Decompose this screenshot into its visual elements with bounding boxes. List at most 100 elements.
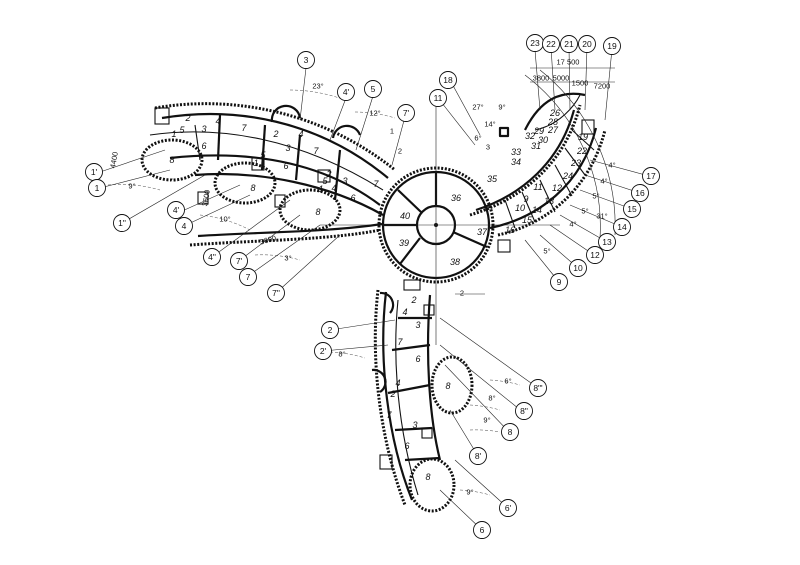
room-e-19: 19 — [578, 132, 588, 142]
svg-text:6': 6' — [505, 503, 512, 513]
svg-text:19: 19 — [607, 41, 617, 51]
axis-2: 2 — [321, 321, 339, 339]
svg-text:21: 21 — [564, 39, 574, 49]
dim-23deg: 23° — [312, 82, 323, 91]
axis-10: 10 — [569, 259, 587, 277]
axis-2p: 2' — [314, 342, 332, 360]
room-w1-3: 3 — [201, 124, 206, 134]
svg-text:4': 4' — [173, 205, 180, 215]
dim-6deg-n: 6° — [474, 134, 481, 143]
dim-5000: 5000 — [553, 74, 570, 83]
dim-3600-a: 3600 — [200, 189, 212, 207]
axis-15: 15 — [623, 200, 641, 218]
axis-18: 18 — [439, 71, 457, 89]
dim-3-n: 3 — [486, 143, 490, 152]
axis-9: 9 — [550, 273, 568, 291]
room-w2-8: 8 — [250, 183, 255, 193]
dim-3600-b: 3600 — [259, 233, 277, 246]
room-w1-5: 5 — [179, 125, 185, 135]
svg-text:22: 22 — [546, 39, 556, 49]
axis-17: 17 — [642, 167, 660, 185]
axis-22: 22 — [542, 35, 560, 53]
room-s1-3: 3 — [415, 320, 420, 330]
axis-4: 4 — [175, 217, 193, 235]
svg-text:11: 11 — [434, 93, 443, 103]
room-s2-4: 4 — [395, 378, 400, 388]
svg-text:15: 15 — [627, 204, 637, 214]
axis-14: 14 — [613, 218, 631, 236]
room-w1-2: 2 — [184, 113, 190, 123]
room-e-29: 29 — [533, 126, 544, 136]
svg-text:7": 7" — [272, 288, 280, 298]
room-w2-7: 7 — [313, 146, 319, 156]
dim-27deg: 27° — [472, 103, 483, 112]
west-wing — [140, 102, 396, 247]
dim-31deg: 31° — [596, 212, 607, 221]
room-s2-3: 3 — [412, 420, 417, 430]
room-e-32: 32 — [525, 131, 535, 141]
room-w2-1: 1 — [253, 158, 258, 168]
room-e-34: 34 — [511, 157, 521, 167]
axis-8pp: 8" — [515, 402, 533, 420]
room-s2-2: 2 — [389, 389, 395, 399]
dim-9deg-s2: 9° — [466, 488, 473, 497]
east-wing — [469, 69, 616, 253]
room-e-27: 27 — [547, 125, 559, 135]
axis-8p: 8' — [469, 447, 487, 465]
axis-guides — [99, 46, 650, 531]
dim-12deg: 12° — [369, 109, 380, 118]
svg-text:1": 1" — [118, 218, 126, 228]
room-w1-8: 8 — [169, 155, 174, 165]
dim-10deg: 10° — [219, 215, 230, 224]
dim-4400: 4400 — [108, 151, 120, 169]
axis-markers: 23 22 21 20 19 18 11 3 4' 5 7' 1' 1 1" 4… — [85, 34, 660, 539]
svg-text:12: 12 — [590, 250, 600, 260]
svg-text:16: 16 — [635, 188, 645, 198]
dim-4deg-b: 4° — [600, 177, 607, 186]
dim-3800: 3800 — [533, 74, 550, 83]
room-e-30: 30 — [538, 135, 548, 145]
svg-text:1: 1 — [95, 183, 100, 193]
axis-1p: 1' — [85, 163, 103, 181]
svg-text:8': 8' — [475, 451, 482, 461]
dim-8deg-s: 8° — [338, 350, 345, 359]
dim-9deg-w: 9° — [128, 182, 135, 191]
room-w1-7: 7 — [241, 123, 247, 133]
axis-1: 1 — [88, 179, 106, 197]
room-e-22: 22 — [576, 146, 587, 156]
svg-text:8": 8" — [520, 406, 528, 416]
room-38: 38 — [450, 257, 460, 267]
dim-2-s: 2 — [460, 289, 464, 298]
svg-text:4: 4 — [182, 221, 187, 231]
axis-21: 21 — [560, 35, 578, 53]
dim-8deg-se: 8° — [488, 394, 495, 403]
svg-text:4': 4' — [343, 87, 350, 97]
room-37: 37 — [477, 227, 488, 237]
room-w1-1: 1 — [171, 129, 176, 139]
dim-1500: 1500 — [572, 79, 589, 88]
room-w3-5: 5 — [322, 176, 328, 186]
room-s1-4: 4 — [402, 307, 407, 317]
axis-4pp: 4" — [203, 248, 221, 266]
svg-text:14: 14 — [617, 222, 627, 232]
room-w2-6: 6 — [283, 161, 288, 171]
svg-text:2': 2' — [320, 346, 327, 356]
axis-4p-n: 4' — [337, 83, 355, 101]
dim-17500: 17 500 — [557, 58, 580, 67]
svg-text:8"': 8"' — [533, 383, 543, 393]
axis-3-n: 3 — [297, 51, 315, 69]
axis-8ppp: 8"' — [529, 379, 547, 397]
room-w3-7: 7 — [373, 179, 379, 189]
svg-text:7': 7' — [403, 108, 410, 118]
room-39: 39 — [399, 238, 409, 248]
svg-text:3: 3 — [304, 55, 309, 65]
dim-3deg: 3° — [284, 254, 291, 263]
room-s2-7: 7 — [386, 410, 392, 420]
room-35: 35 — [487, 174, 498, 184]
room-s1-7: 7 — [397, 337, 403, 347]
room-w1-4: 4 — [215, 116, 220, 126]
svg-text:20: 20 — [582, 39, 592, 49]
room-e-23: 23 — [570, 158, 581, 168]
svg-text:18: 18 — [443, 75, 453, 85]
